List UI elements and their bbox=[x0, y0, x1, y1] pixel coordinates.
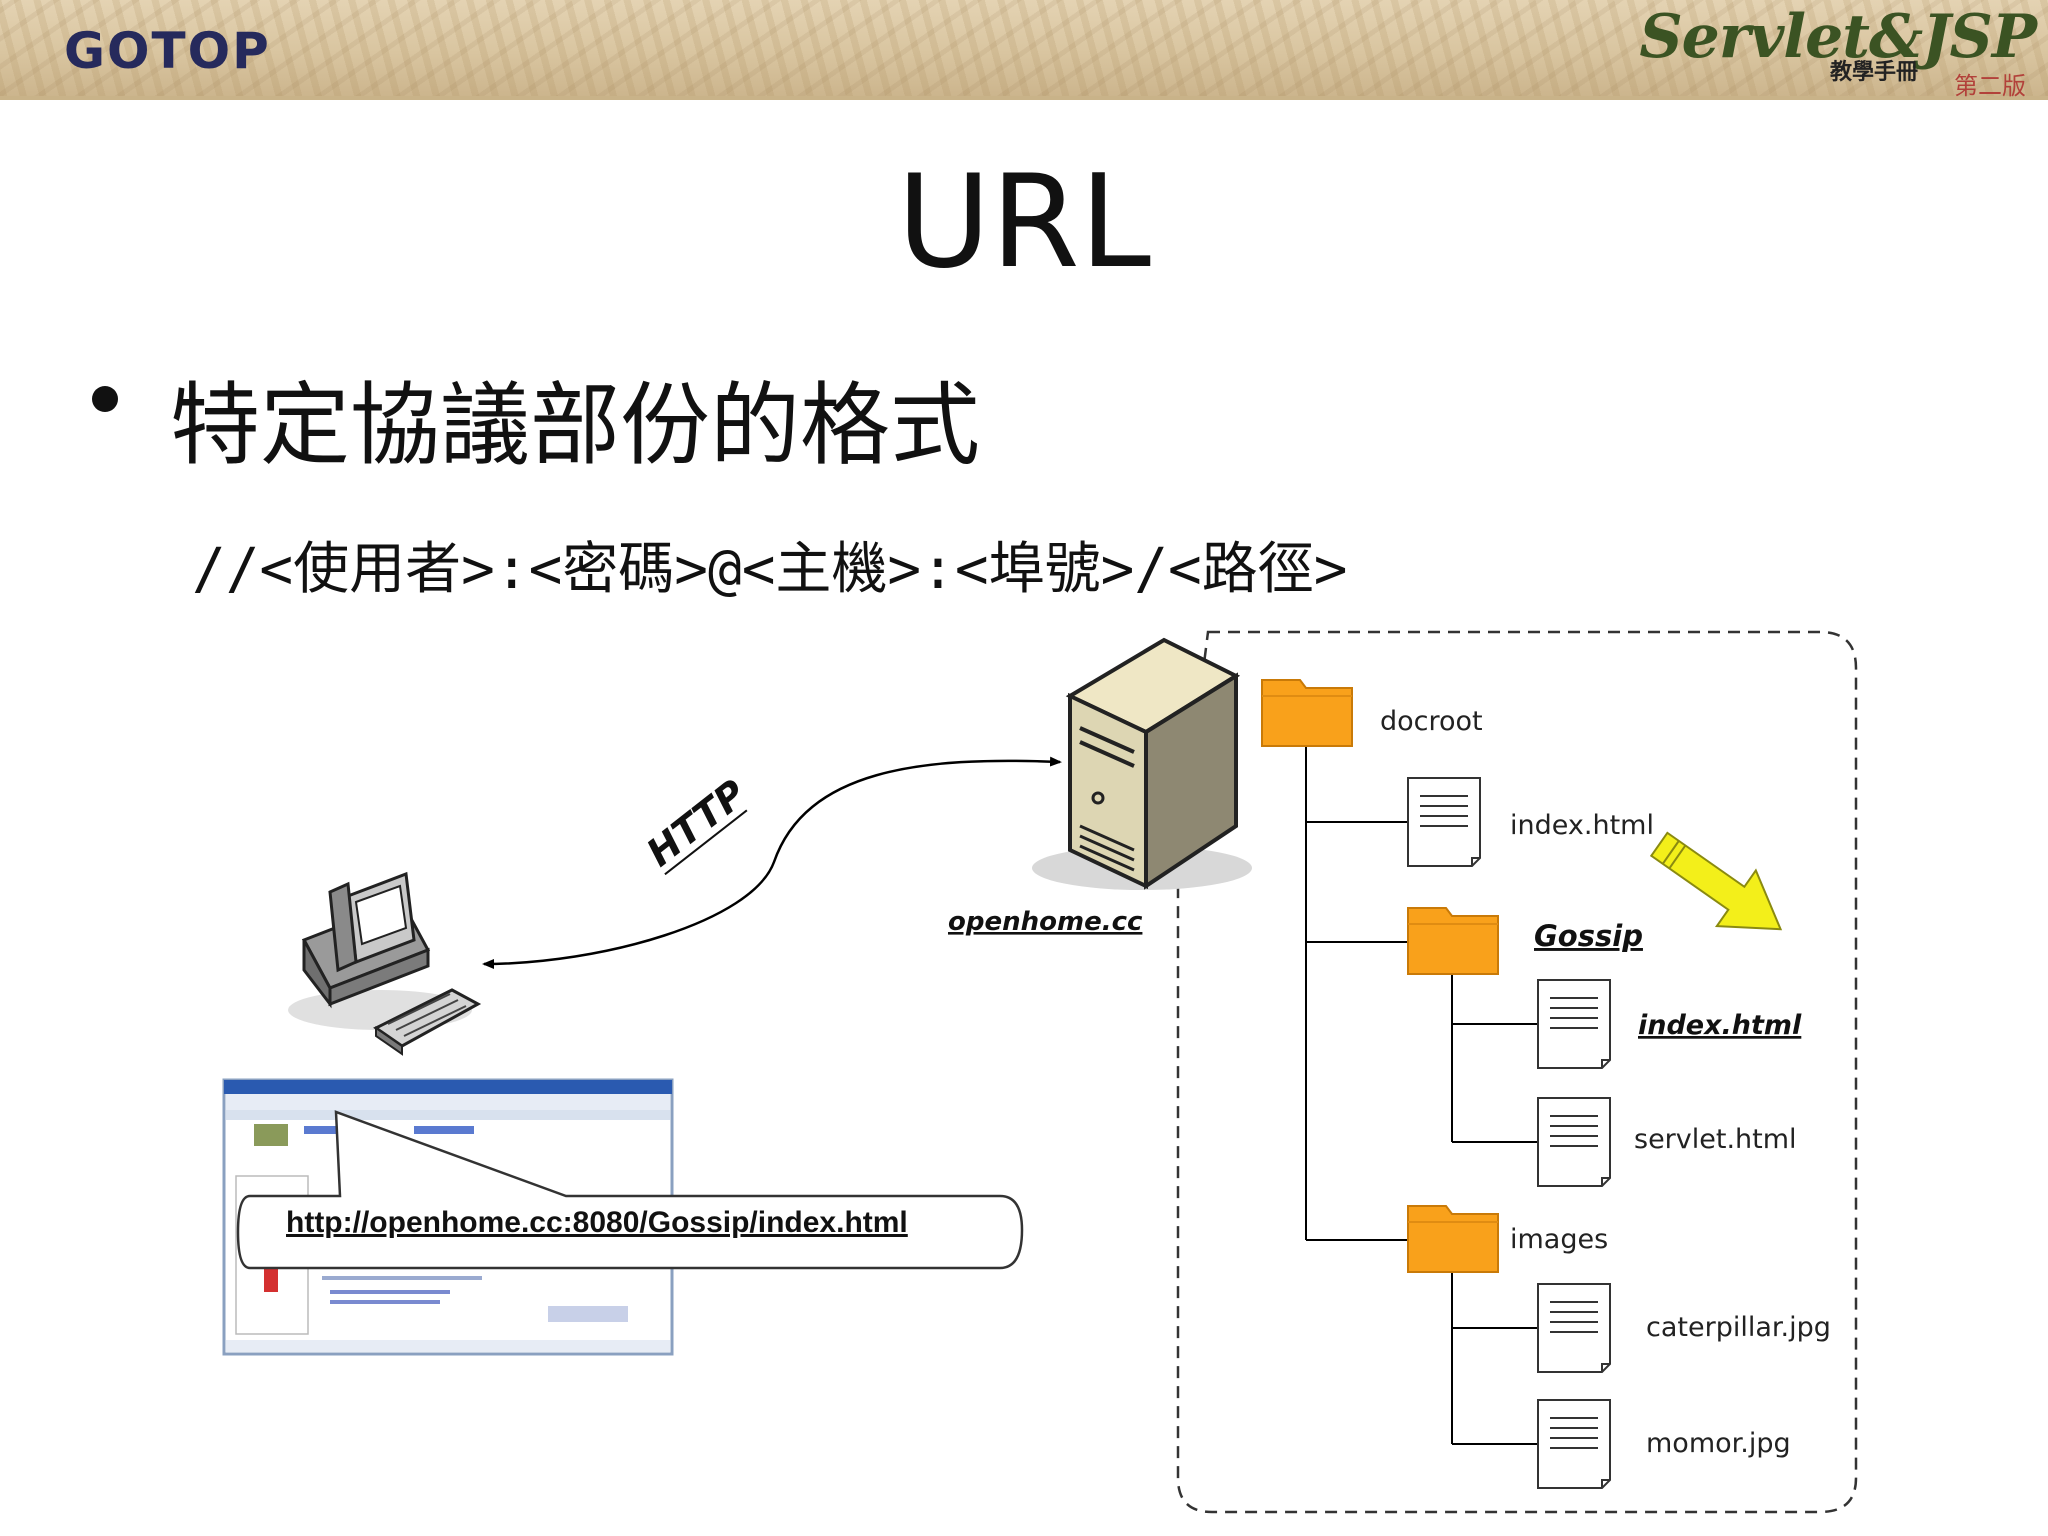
gossip-label: Gossip bbox=[1534, 919, 1643, 953]
http-label: HTTP bbox=[638, 771, 754, 875]
tree-lines bbox=[1305, 742, 1538, 1445]
gossip-index-file-icon bbox=[1537, 979, 1611, 1069]
momor-file-icon bbox=[1537, 1399, 1611, 1489]
gotop-logo: GOTOP bbox=[64, 22, 271, 80]
logo-edition: 第二版 bbox=[1954, 72, 2026, 100]
header-banner: GOTOP Servlet&JSP 教學手冊 第二版 bbox=[0, 0, 2048, 100]
url-callout-text: http://openhome.cc:8080/Gossip/index.htm… bbox=[286, 1206, 908, 1239]
caterpillar-file-icon bbox=[1537, 1283, 1611, 1373]
logo-subtitle: 教學手冊 bbox=[1829, 60, 1918, 85]
url-format-line: //<使用者>:<密碼>@<主機>:<埠號>/<路徑> bbox=[192, 537, 1348, 602]
images-folder-icon bbox=[1407, 1205, 1499, 1273]
highlight-arrow-icon bbox=[1649, 831, 1783, 931]
caterpillar-label: caterpillar.jpg bbox=[1646, 1312, 1831, 1343]
http-connection-arrow bbox=[482, 756, 1062, 969]
servlet-jsp-logo: Servlet&JSP 教學手冊 第二版 bbox=[1639, 0, 2037, 100]
index-html-label: index.html bbox=[1510, 810, 1654, 841]
server-label: openhome.cc bbox=[948, 907, 1143, 937]
bullet-text: 特定協議部份的格式 bbox=[170, 373, 980, 478]
servlet-html-file-icon bbox=[1537, 1097, 1611, 1187]
client-computer-icon bbox=[288, 871, 482, 1056]
momor-label: momor.jpg bbox=[1646, 1428, 1791, 1459]
gossip-folder-icon bbox=[1407, 907, 1499, 975]
server-icon bbox=[1032, 637, 1252, 890]
index-html-file-icon bbox=[1407, 777, 1481, 867]
server-boundary bbox=[1176, 630, 1858, 1514]
logo-title: Servlet&JSP bbox=[1639, 2, 2037, 72]
docroot-folder-icon bbox=[1261, 679, 1353, 747]
gossip-index-label: index.html bbox=[1638, 1010, 1802, 1041]
bullet-point-icon bbox=[92, 386, 118, 412]
page-title: URL bbox=[897, 148, 1151, 297]
images-label: images bbox=[1510, 1224, 1608, 1255]
url-callout-bubble bbox=[236, 1110, 1024, 1270]
servlet-html-label: servlet.html bbox=[1634, 1124, 1797, 1155]
docroot-label: docroot bbox=[1380, 706, 1483, 737]
